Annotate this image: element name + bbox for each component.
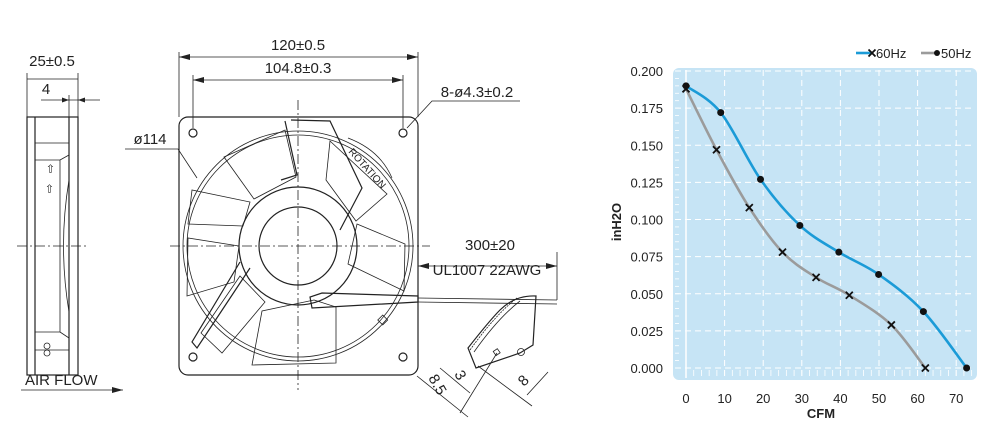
diameter-dim-label: ø114 <box>133 131 166 148</box>
side-view: ⇦ ⇦ 25±0.5 4 AIR FLOW <box>17 53 123 393</box>
x-tick-label: 10 <box>717 391 731 406</box>
hole-pitch-dim-label: 104.8±0.3 <box>265 60 332 77</box>
flange-dim-label: 4 <box>42 81 50 98</box>
data-point-x <box>887 320 896 330</box>
data-point-dot <box>963 364 971 372</box>
y-tick-label: 0.000 <box>630 361 663 376</box>
x-tick-label: 40 <box>833 391 847 406</box>
front-view: ROTATION 120±0.5 104.8±0.3 8-ø4.3±0.2 ø1… <box>125 37 558 390</box>
y-tick-label: 0.050 <box>630 287 663 302</box>
data-point-x <box>712 145 721 154</box>
lead-spec-label: UL1007 22AWG <box>433 262 542 279</box>
mounting-holes <box>188 128 408 362</box>
y-tick-label: 0.175 <box>630 101 663 116</box>
data-point-x <box>845 291 854 300</box>
legend: 60Hz 50Hz <box>856 46 971 61</box>
data-point-dot <box>756 175 764 183</box>
detail-dim-3: 3 <box>451 368 470 384</box>
data-point-dot <box>835 248 843 256</box>
legend-label: 60Hz <box>876 46 906 61</box>
data-point-x <box>778 248 787 257</box>
y-tick-label: 0.125 <box>630 175 663 190</box>
x-tick-label: 0 <box>682 391 689 406</box>
x-tick-label: 30 <box>795 391 809 406</box>
data-point-dot <box>796 221 804 229</box>
legend-x-marker <box>867 48 877 58</box>
lead-wire <box>417 297 558 301</box>
y-tick-label: 0.025 <box>630 324 663 339</box>
y-tick-label: 0.200 <box>630 64 663 79</box>
x-tick-label: 70 <box>949 391 963 406</box>
lead-clamp <box>309 292 419 309</box>
data-point-x <box>745 203 754 212</box>
fan-blades <box>186 129 406 366</box>
y-tick-label: 0.150 <box>630 138 663 153</box>
outer-dim-label: 120±0.5 <box>271 37 325 54</box>
data-point-x <box>921 363 930 373</box>
data-point-x <box>811 273 821 282</box>
x-tick-label: 50 <box>872 391 886 406</box>
pq-chart: 0 10 20 30 40 50 60 70 0.000 0.025 0.050 0.075 0.100… <box>609 46 977 421</box>
legend-dot-marker <box>934 50 940 56</box>
y-axis-label: inH2O <box>609 203 624 241</box>
data-point-x <box>681 84 691 93</box>
detail-dim-8: 8 <box>515 372 533 390</box>
y-tick-label: 0.075 <box>630 250 663 265</box>
airflow-label: AIR FLOW <box>25 372 98 389</box>
x-tick-label: 20 <box>756 391 770 406</box>
data-point-dot <box>919 308 927 316</box>
y-tick-label: 0.100 <box>630 213 663 228</box>
svg-text:⇦: ⇦ <box>43 184 55 193</box>
data-point-dot <box>717 109 725 117</box>
holes-dim-label: 8-ø4.3±0.2 <box>441 84 513 101</box>
data-point-dot <box>875 270 883 278</box>
width-dim-label: 25±0.5 <box>29 53 75 70</box>
detail-dim-8-5: 8.5 <box>425 372 450 399</box>
x-axis-label: CFM <box>807 406 835 421</box>
x-tick-label: 60 <box>910 391 924 406</box>
legend-label: 50Hz <box>941 46 971 61</box>
lead-length-label: 300±20 <box>465 237 515 254</box>
plot-panel <box>673 68 977 380</box>
strut <box>290 119 363 231</box>
detail-view: 3 8.5 8 <box>416 295 549 418</box>
side-arrow-glyph: ⇦ <box>44 164 56 173</box>
